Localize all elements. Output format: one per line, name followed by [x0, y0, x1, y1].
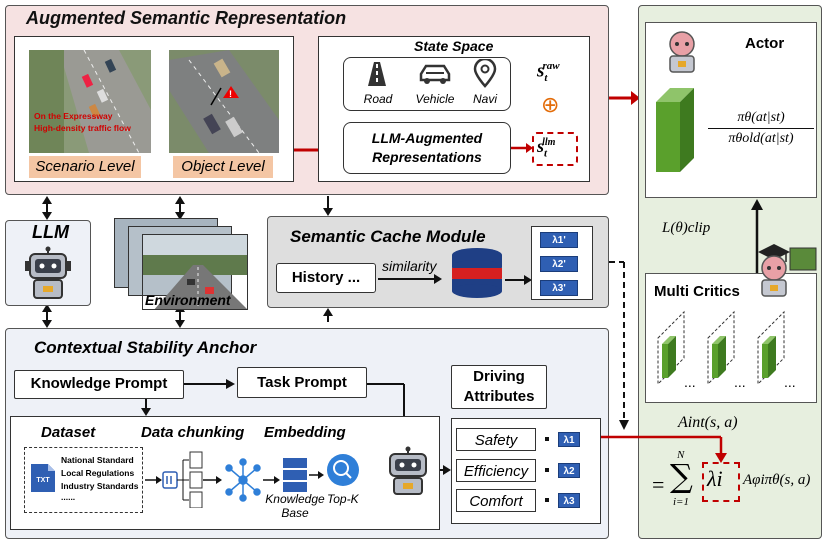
attribute-lambda-1: λ1 [558, 432, 580, 447]
sum-top: N [677, 449, 685, 461]
embedding-title: Embedding [264, 424, 346, 441]
chunk-doc-icon-3 [189, 491, 203, 508]
object-image: ! [169, 50, 279, 153]
s-llm-box [532, 132, 578, 166]
warning-icon [223, 86, 239, 98]
sum-bottom: i=1 [673, 496, 689, 508]
advantage-label: Aφiπθ(s, a) [743, 472, 811, 488]
aug-to-sllm-arrow [511, 143, 533, 153]
scenario-overlay-text: On the Expressway High-density traffic f… [34, 111, 131, 133]
task-prompt-label: Task Prompt [257, 374, 347, 391]
critic-dots-1: ... [684, 374, 696, 390]
object-level-label: Object Level [173, 156, 273, 178]
knowledge-prompt-box [14, 370, 184, 399]
svg-text:!: ! [229, 89, 232, 99]
attribute-lambda-3: λ3 [558, 493, 580, 508]
history-box [276, 263, 376, 293]
state-label-road: Road [363, 92, 393, 106]
chunk-doc-icon-1 [189, 451, 203, 469]
history-label: History ... [291, 269, 361, 286]
state-label-vehicle: Vehicle [415, 92, 455, 106]
history-to-db-arrow [378, 274, 442, 284]
topk-label: Top-K [327, 492, 359, 506]
s-llm-symbol: stllm [537, 136, 556, 160]
driving-attributes-label: Driving Attributes [463, 368, 535, 405]
kb-label: Knowledge Base [265, 492, 325, 520]
scenario-image [29, 50, 151, 153]
attribute-safety: Safety [456, 428, 536, 451]
car-icon [419, 64, 451, 84]
actor-label: Actor [745, 35, 785, 52]
dataset-title: Dataset [41, 424, 96, 441]
location-pin-icon [473, 59, 497, 88]
cache-lambda-3: λ3' [540, 280, 578, 296]
policy-ratio-num: πθ(at|st) [708, 110, 814, 129]
agent-robot-icon [389, 446, 427, 495]
policy-ratio: πθ(at|st) πθold(at|st) [708, 110, 814, 147]
attribute-efficiency: Efficiency [456, 459, 536, 482]
lambda-i-label: λi [707, 466, 723, 491]
knowledge-prompt-label: Knowledge Prompt [30, 375, 168, 392]
attribute-lambda-2: λ2 [558, 463, 580, 478]
top-k-search-icon [327, 454, 359, 486]
scenario-scene [29, 50, 151, 153]
critic-block-3 [757, 310, 785, 386]
asr-to-actor-arrow [609, 91, 640, 105]
sum-eq: = [652, 472, 665, 497]
road-icon [368, 62, 386, 86]
rag-pipeline-icons [145, 451, 359, 508]
dataset-line-1: National Standard [61, 455, 134, 465]
llm-augmented-box [343, 122, 511, 174]
critics-to-actor-arrow [751, 199, 763, 276]
asr-title: Augmented Semantic Representation [26, 8, 347, 28]
similarity-label: similarity [382, 258, 437, 274]
state-label-navi: Navi [472, 92, 497, 106]
cache-lambda-1: λ1' [540, 232, 578, 248]
attribute-comfort: Comfort [456, 489, 536, 512]
s-raw-symbol: straw [537, 60, 560, 85]
critic-block-1 [657, 310, 685, 386]
chunking-title: Data chunking [141, 424, 245, 441]
dataset-line-3: Industry Standards [61, 481, 139, 491]
txt-label: TXT [36, 477, 50, 484]
csa-title: Contextual Stability Anchor [34, 338, 257, 357]
a-int-label: Aint(s, a) [678, 414, 738, 431]
txt-file-icon [31, 464, 55, 492]
robot-icon [25, 246, 71, 299]
state-space-title: State Space [414, 38, 494, 54]
chunk-doc-icon-2 [189, 471, 203, 489]
clip-loss-label: L(θ)clip [662, 220, 711, 236]
task-prompt-box [237, 367, 367, 398]
oplus-symbol: ⊕ [541, 92, 560, 117]
knowledge-base-icon [283, 458, 307, 492]
cache-lambda-2: λ2' [540, 256, 578, 272]
dataset-line-2: Local Regulations [61, 468, 135, 478]
attribute-bullets [545, 437, 549, 502]
embedding-network-icon [225, 458, 261, 502]
critic-network-blocks [657, 310, 785, 386]
actor-network-block [656, 88, 694, 172]
critic-dots-2: ... [734, 374, 746, 390]
sum-sign: ∑ [670, 457, 693, 495]
policy-ratio-den: πθold(at|st) [728, 131, 794, 146]
cache-title: Semantic Cache Module [290, 227, 486, 246]
critic-block-2 [707, 310, 735, 386]
dataset-line-4: ...... [61, 492, 76, 502]
critic-teacher-icon [758, 244, 817, 297]
db-to-lambda-arrow [505, 275, 532, 285]
environment-stack [114, 218, 250, 310]
actor-robot-icon [669, 31, 695, 73]
driving-attributes-box [451, 365, 547, 409]
critic-dots-3: ... [784, 374, 796, 390]
environment-image [142, 234, 248, 310]
critics-label: Multi Critics [654, 283, 740, 300]
database-icon [452, 248, 502, 298]
object-scene: ! [169, 50, 279, 153]
scenario-level-label: Scenario Level [29, 156, 141, 178]
environment-label: Environment [145, 292, 231, 308]
llm-augmented-label: LLM-Augmented Representations [371, 130, 483, 165]
llm-label: LLM [32, 222, 69, 242]
